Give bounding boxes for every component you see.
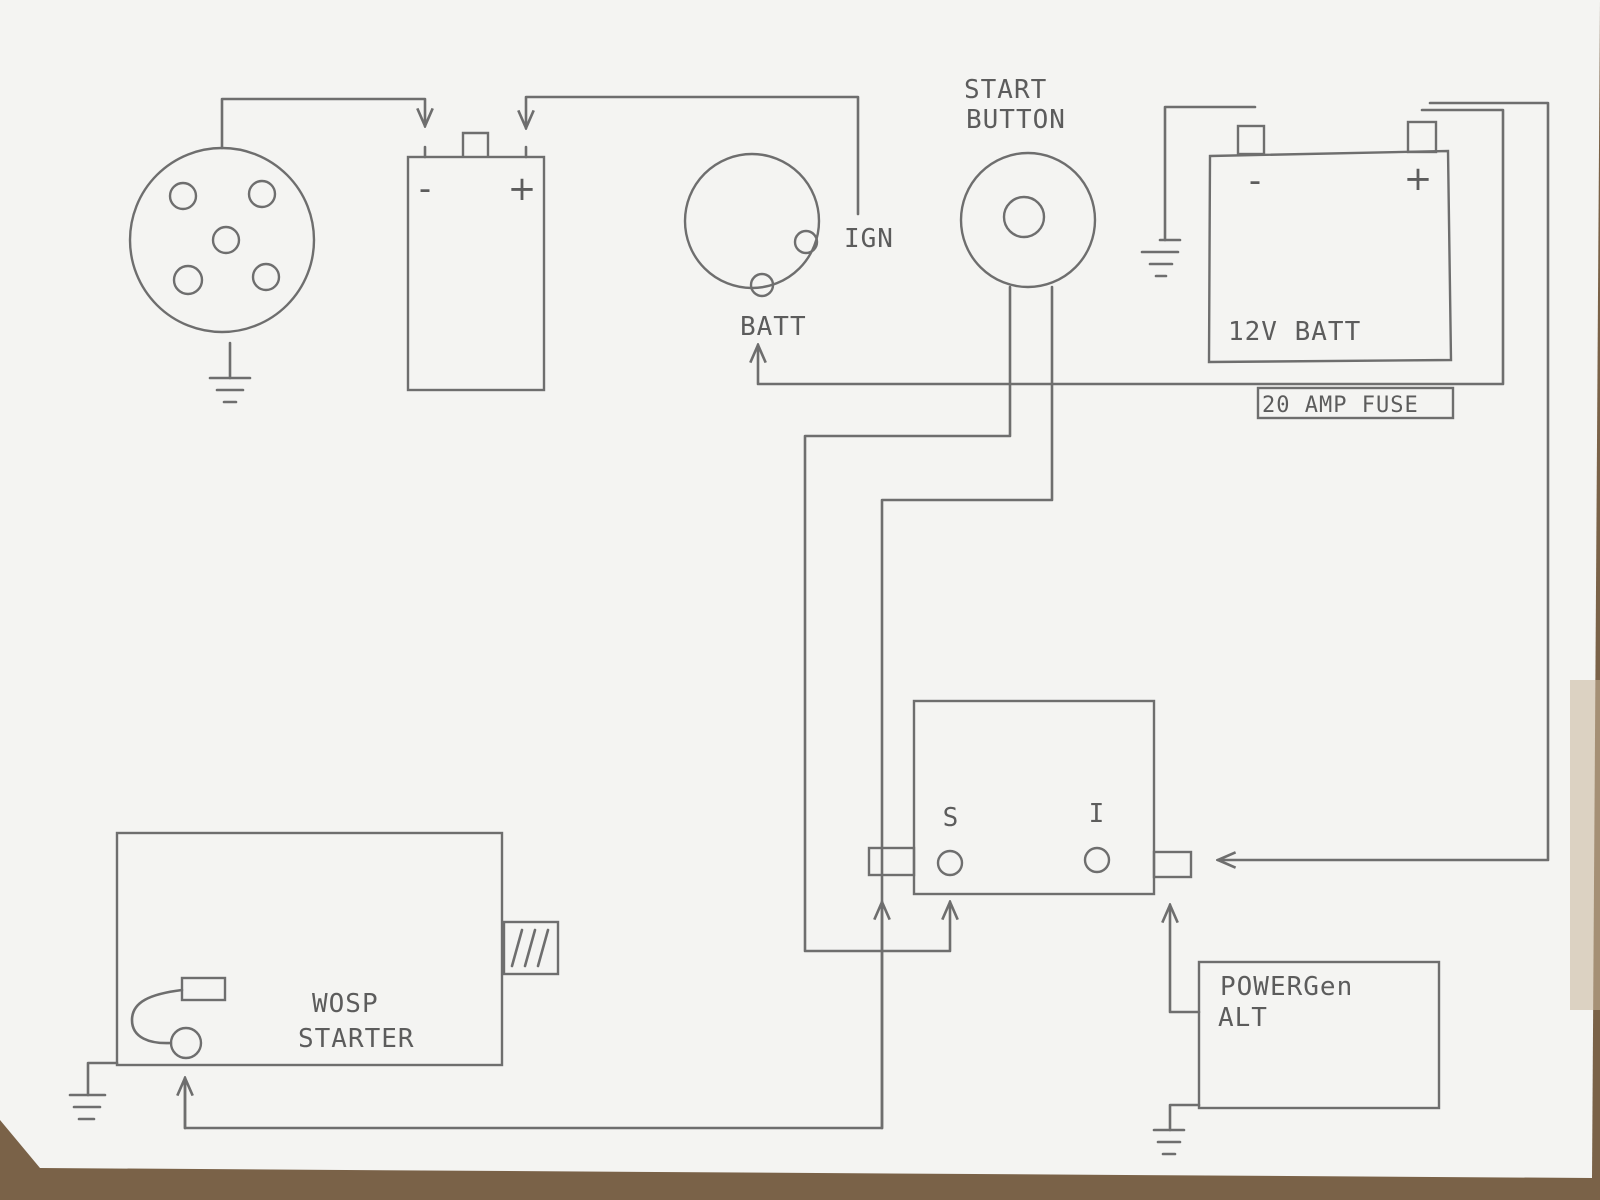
start-button-terminal xyxy=(1002,195,1046,239)
fuse-label: 20 AMP FUSE xyxy=(1262,393,1419,418)
coil-body xyxy=(406,155,546,392)
distributor-terminal xyxy=(172,264,204,296)
start-button-label-line1: START xyxy=(964,75,1047,105)
battery-plus-label: + xyxy=(1404,159,1433,199)
ignition-switch: IGN BATT xyxy=(683,152,894,342)
start-button-label-line2: BUTTON xyxy=(966,105,1066,135)
starter-body xyxy=(115,831,504,1067)
wire-battery-negative-ground xyxy=(1163,105,1257,242)
wire-battery-to-solenoid xyxy=(1218,101,1550,860)
batt-terminal xyxy=(749,272,775,298)
wire-starter-ground xyxy=(86,1061,119,1097)
start-button: START BUTTON xyxy=(959,75,1097,289)
alternator-body xyxy=(1197,960,1441,1110)
starter-jumper-wire xyxy=(130,988,184,1045)
battery-body xyxy=(1207,149,1453,364)
battery-name-label: 12V BATT xyxy=(1228,317,1361,347)
distributor-terminal xyxy=(168,181,198,211)
distributor-terminal xyxy=(211,225,241,255)
coil-plus-label: + xyxy=(508,169,537,209)
start-button-body xyxy=(959,151,1097,289)
ignition-coil: - + xyxy=(406,131,546,392)
wire-ign-to-coil xyxy=(526,95,860,216)
wire-alternator-ground xyxy=(1168,1103,1201,1132)
alternator-label-line1: POWERGen xyxy=(1220,972,1353,1002)
solenoid-right-post xyxy=(1152,850,1193,879)
distributor-terminal xyxy=(251,262,281,292)
solenoid-i-label: I xyxy=(1089,799,1106,829)
wire-distributor-to-coil xyxy=(220,97,425,150)
battery-minus-label: - xyxy=(1249,161,1261,201)
ign-terminal-label: IGN xyxy=(844,224,894,254)
fuse-body xyxy=(1256,386,1455,420)
battery-positive-post xyxy=(1406,120,1438,154)
battery-negative-post xyxy=(1236,124,1266,156)
wosp-starter: WOSP STARTER xyxy=(115,831,560,1067)
wire-start-button-to-solenoid-s xyxy=(803,285,1012,953)
battery-12v: - + 12V BATT xyxy=(1207,120,1453,364)
powergen-alternator: POWERGen ALT xyxy=(1197,960,1441,1110)
fuse-20a: 20 AMP FUSE xyxy=(1256,386,1455,420)
wire-battery-fuse-to-batt xyxy=(758,108,1505,386)
solenoid-s-terminal xyxy=(936,849,964,877)
ign-terminal xyxy=(793,229,819,255)
wire-alternator-to-solenoid xyxy=(1170,905,1201,1014)
coil-tower xyxy=(461,131,490,157)
starter-label-line2: STARTER xyxy=(298,1024,415,1054)
distributor-terminal xyxy=(247,179,277,209)
starter-solenoid: S I xyxy=(867,699,1193,896)
alternator-label-line2: ALT xyxy=(1218,1003,1268,1033)
starter-label-line1: WOSP xyxy=(312,989,379,1019)
desk-edge xyxy=(1570,680,1600,1010)
solenoid-left-post xyxy=(867,846,916,877)
batt-terminal-label: BATT xyxy=(740,312,807,342)
wires xyxy=(86,95,1550,1132)
solenoid-s-label: S xyxy=(943,803,960,833)
ground-symbol xyxy=(1140,238,1182,278)
ground-symbol xyxy=(208,341,252,404)
solenoid-i-terminal xyxy=(1083,846,1111,874)
starter-end xyxy=(502,920,560,976)
solenoid-body xyxy=(912,699,1156,896)
coil-minus-label: - xyxy=(419,169,431,209)
